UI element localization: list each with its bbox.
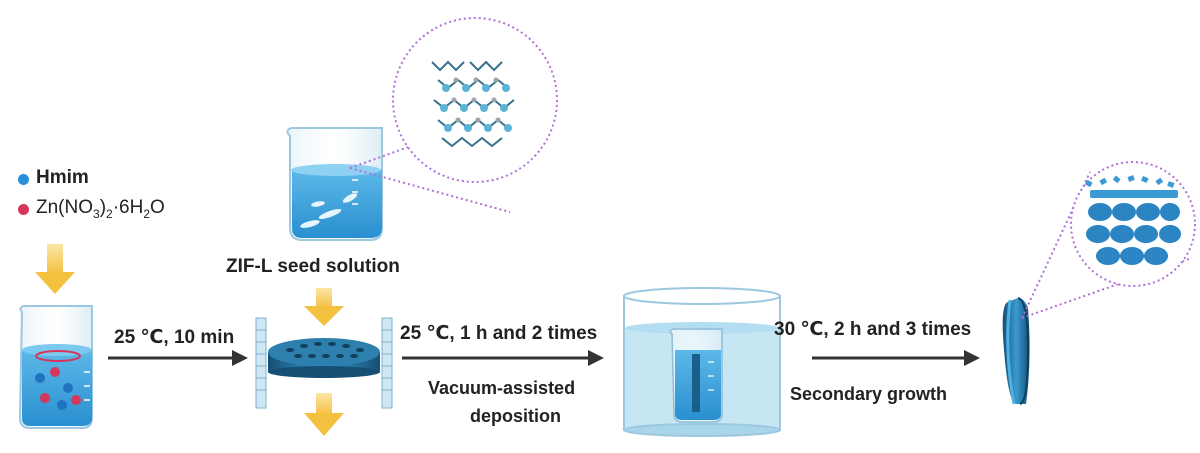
- filtration-setup: [255, 317, 393, 409]
- arrow-step1: [108, 350, 248, 366]
- zn-particle: [40, 393, 50, 403]
- precursor-beaker: [18, 305, 93, 429]
- zif-l-membrane: [1002, 297, 1030, 405]
- membrane-cross-section-circle: [1070, 161, 1196, 287]
- step2-condition-label: 25 ℃, 1 h and 2 times: [400, 323, 598, 344]
- zif-l-layer: [1084, 175, 1178, 198]
- zn-legend-dot: [18, 204, 29, 215]
- step1-condition-label: 25 ℃, 10 min: [114, 327, 235, 348]
- zn-legend-label: Zn(NO3)2·6H2O: [36, 197, 165, 221]
- inner-beaker: [669, 328, 723, 423]
- hmim-legend-dot: [18, 174, 29, 185]
- seed-solution-label: ZIF-L seed solution: [226, 256, 400, 277]
- arrow-step3: [812, 350, 980, 366]
- filter-clamp-right: [381, 317, 393, 409]
- hmim-particle: [63, 383, 73, 393]
- precursor-solution: [22, 350, 92, 426]
- yellow-down-arrow-2: [304, 288, 344, 326]
- growth-bath: [623, 287, 781, 437]
- zoom-lines-seed: [349, 139, 511, 213]
- hmim-legend-label: Hmim: [36, 167, 89, 188]
- zn-particle: [50, 367, 60, 377]
- hmim-particle: [35, 373, 45, 383]
- seed-beaker: [286, 127, 383, 241]
- step3-condition-label: 30 ℃, 2 h and 3 times: [774, 319, 972, 340]
- step2-method-label-line1: Vacuum-assisted: [428, 378, 576, 398]
- hmim-particle: [57, 400, 67, 410]
- inner-support-disk: [692, 354, 700, 412]
- crystal-structure-circle: [392, 17, 558, 183]
- filter-clamp-left: [255, 317, 267, 409]
- stir-loop: [35, 350, 81, 362]
- zn-particle: [71, 395, 81, 405]
- yellow-down-arrow-1: [35, 244, 75, 294]
- step2-method-label-line2: deposition: [470, 406, 561, 426]
- yellow-down-arrow-3: [304, 393, 344, 436]
- support-grains: [1086, 203, 1181, 265]
- step3-method-label: Secondary growth: [790, 384, 948, 404]
- arrow-step2: [402, 350, 604, 366]
